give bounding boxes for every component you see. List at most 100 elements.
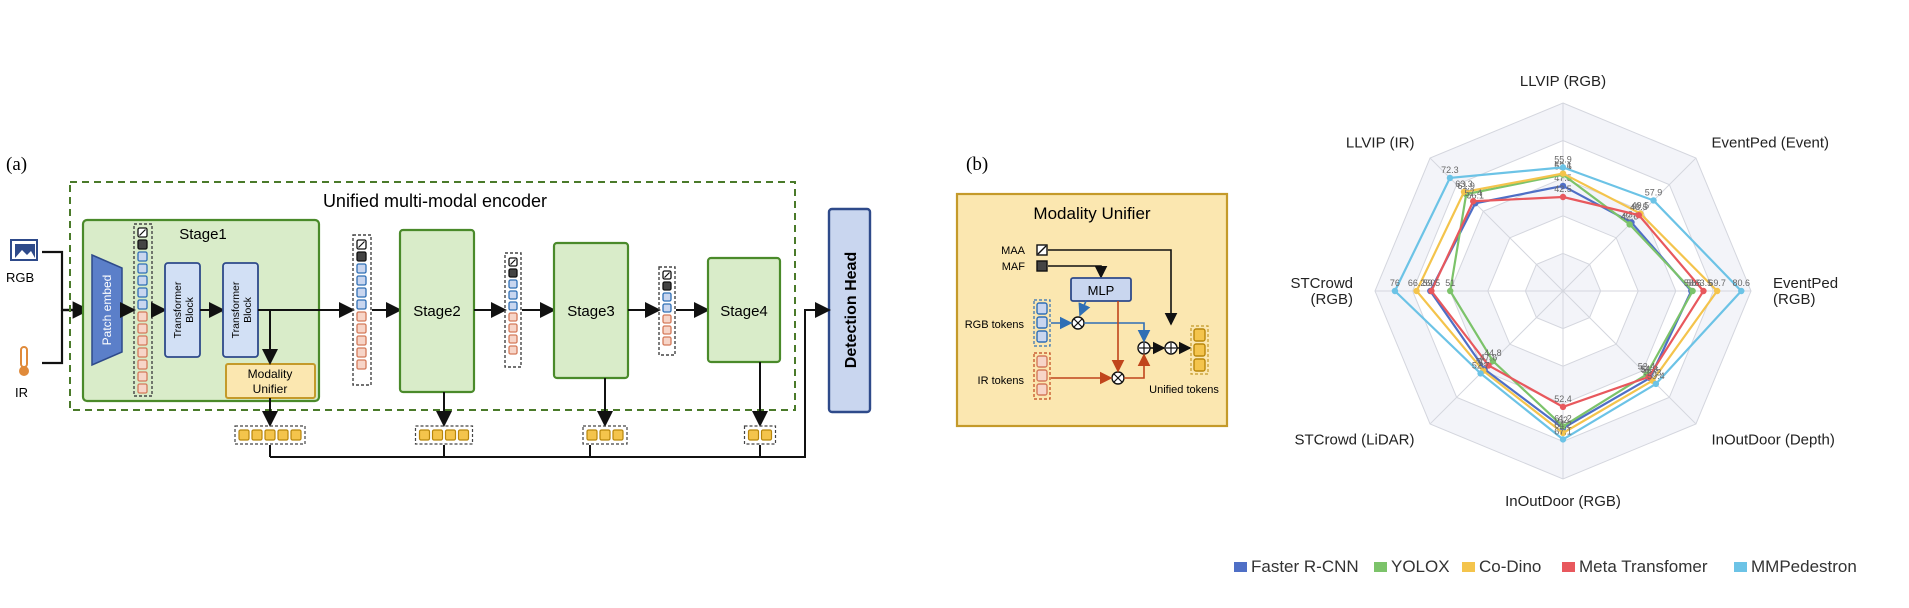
stage1-token: [137, 383, 148, 394]
data-label: 59.4: [1647, 371, 1665, 381]
legend-swatch: [1562, 562, 1575, 572]
data-label: 72.3: [1441, 165, 1459, 175]
data-label: 80.6: [1733, 278, 1751, 288]
series-point: [1470, 198, 1477, 205]
output-token: [599, 429, 611, 441]
stage2-token: [356, 275, 367, 286]
axis-label-line: InOutDoor (Depth): [1711, 431, 1834, 448]
axis-label-line: (RGB): [1773, 291, 1816, 308]
legend-label: YOLOX: [1391, 557, 1450, 576]
unified-token-stack: [1190, 325, 1209, 375]
rgb-token-stack: [1033, 299, 1051, 347]
ir-tokens-label: IR tokens: [978, 375, 1025, 387]
axis-label: STCrowd (LiDAR): [1294, 431, 1414, 448]
radar-chart: 47.543.85855.66250.16056.152.642.658.653…: [1290, 73, 1838, 510]
axis-label: InOutDoor (Depth): [1711, 431, 1834, 448]
panel-a-label: (a): [6, 154, 27, 175]
detection-head-label: Detection Head: [843, 252, 860, 368]
patch-embed-label: Patch embed: [100, 275, 114, 346]
legend-label: MMPedestron: [1751, 557, 1857, 576]
legend-label: Meta Transfomer: [1579, 557, 1708, 576]
stage3-token-slash: [510, 259, 516, 265]
radar-spoke: [1562, 290, 1697, 425]
rgb-input-label: RGB: [6, 270, 34, 285]
svg-text:Unifier: Unifier: [253, 382, 288, 396]
stage4-block: [706, 256, 782, 364]
stage2-label: Stage2: [413, 303, 461, 320]
stage4-token: [662, 336, 672, 346]
axis-label-line: STCrowd (LiDAR): [1294, 431, 1414, 448]
output-token: [457, 429, 470, 441]
output-token: [418, 429, 431, 441]
encoder-title: Unified multi-modal encoder: [323, 191, 547, 211]
series-point: [1645, 373, 1653, 381]
axis-label: EventPed(RGB): [1773, 275, 1838, 308]
stage1-token: [137, 335, 148, 346]
stage2-token: [356, 347, 367, 358]
svg-text:Modality: Modality: [248, 367, 293, 381]
stage4-token-slash: [664, 272, 670, 278]
stage1-token-column: [133, 223, 153, 397]
output-token-group: [414, 425, 474, 445]
data-label: 52.7: [1472, 360, 1490, 370]
data-label: 51: [1445, 278, 1455, 288]
series-point: [1489, 357, 1497, 365]
rgb-image-icon: [10, 239, 38, 261]
rgb-input-arrow: [42, 250, 80, 312]
stage3-token: [508, 312, 518, 322]
data-label: 44.8: [1484, 348, 1502, 358]
data-label: 54.9: [1640, 364, 1658, 374]
legend-label: Faster R-CNN: [1251, 557, 1359, 576]
transformer-block-label: TransformerBlock: [172, 281, 196, 338]
stage1-token: [137, 239, 148, 250]
stage1-token: [137, 263, 148, 274]
legend-swatch: [1374, 562, 1387, 572]
maf-label: MAF: [1002, 261, 1026, 273]
stage3-token: [508, 345, 518, 355]
modality-unifier-detail-box: [955, 192, 1229, 428]
stage4-token: [662, 303, 672, 313]
axis-label: LLVIP (IR): [1346, 135, 1415, 152]
stage2-token: [356, 323, 367, 334]
output-token: [251, 429, 263, 441]
data-label: 59.5: [1423, 278, 1441, 288]
data-label: 58.6: [1684, 278, 1702, 288]
rgb-tokens-label: RGB tokens: [965, 319, 1025, 331]
axis-label: LLVIP (RGB): [1520, 73, 1606, 90]
maa-label: MAA: [1001, 245, 1026, 257]
panel-a: (a) RGB IR Unified multi-modal encoder S…: [6, 154, 872, 458]
data-label: 47.6: [1480, 352, 1498, 362]
radar-spoke: [1429, 157, 1564, 292]
stage4-token: [662, 292, 672, 302]
stage3-token-column: [504, 252, 522, 368]
series-point: [1559, 436, 1567, 443]
series-point: [1626, 221, 1633, 228]
stage3-token: [508, 334, 518, 344]
output-token: [238, 429, 250, 441]
stage1-label: Stage1: [179, 226, 227, 243]
axis-label-line: STCrowd: [1290, 275, 1353, 292]
series-point: [1485, 362, 1492, 369]
legend-label: Co-Dino: [1479, 557, 1541, 576]
axis-label-line: LLVIP (IR): [1346, 135, 1415, 152]
stage2-token: [356, 311, 367, 322]
series-point: [1652, 380, 1660, 388]
series-point: [1700, 287, 1707, 295]
stage4-token: [662, 281, 672, 291]
data-label: 49.5: [1632, 201, 1650, 211]
stage1-token: [137, 359, 148, 370]
data-label: 57.9: [1645, 187, 1663, 197]
data-label: 48.5: [1630, 202, 1648, 212]
transformer-block-label-2: TransformerBlock: [230, 281, 254, 338]
panel-b-label: (b): [966, 154, 988, 175]
ir-input-label: IR: [15, 385, 28, 400]
add-node-2: [1164, 341, 1178, 355]
data-label: 61.2: [1554, 413, 1572, 423]
unified-tokens-label: Unified tokens: [1149, 384, 1219, 396]
data-label: 63.3: [1455, 179, 1473, 189]
axis-label-line: LLVIP (RGB): [1520, 73, 1606, 90]
panel-b: (b) Modality Unifier MAA MAF MLP RGB tok…: [955, 154, 1229, 428]
thermometer-icon: [19, 346, 29, 376]
legend-swatch: [1234, 562, 1247, 572]
